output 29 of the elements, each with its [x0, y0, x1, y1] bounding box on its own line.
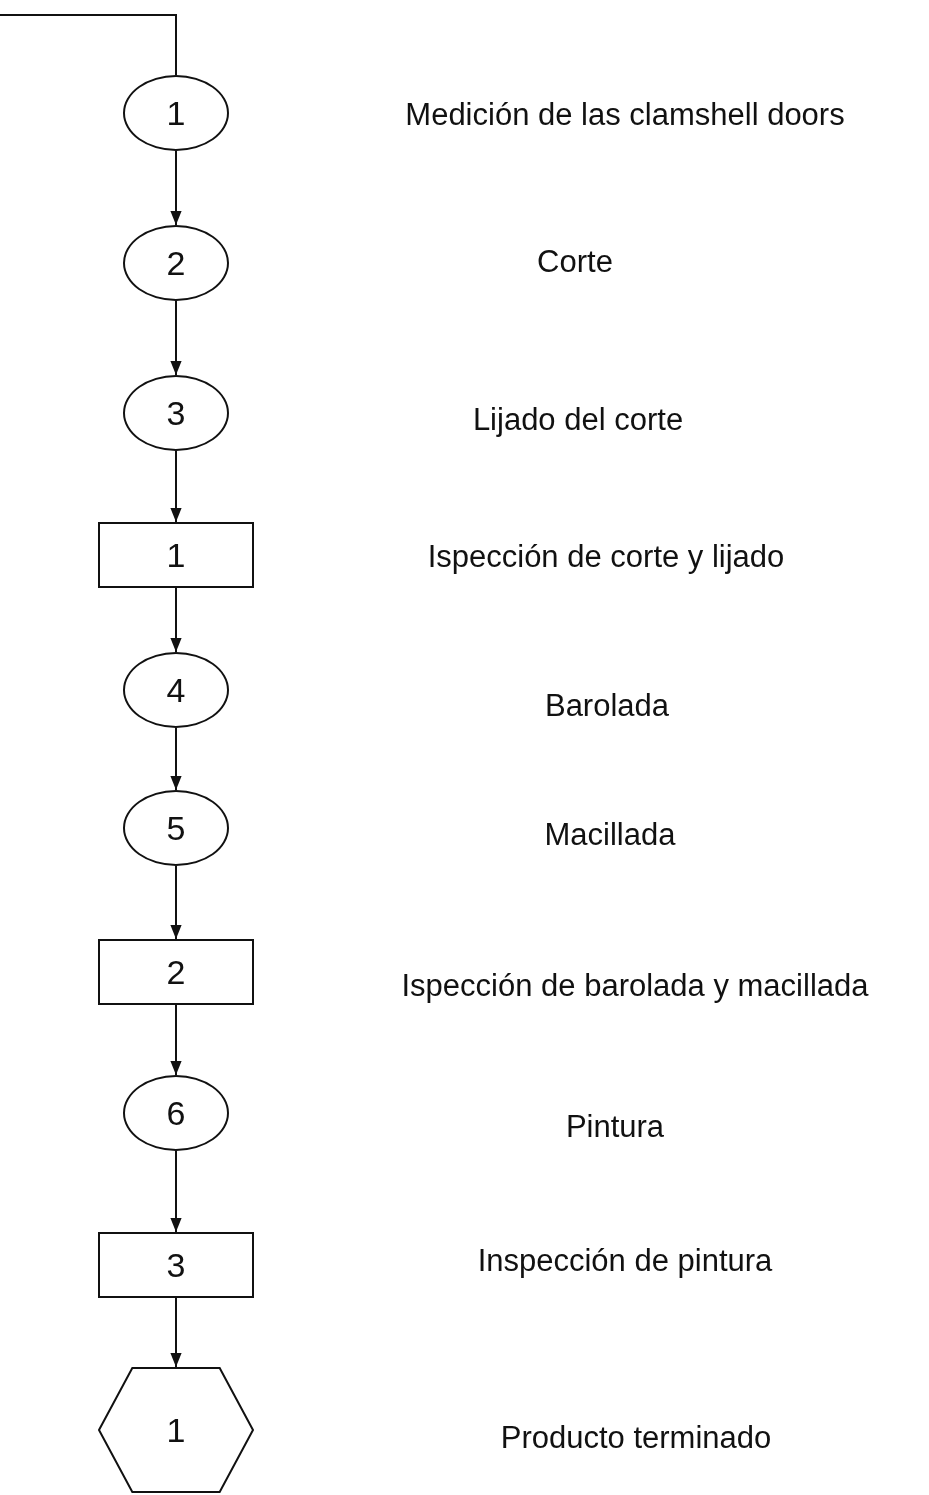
step-label: Corte [537, 244, 613, 280]
arrow [170, 1297, 182, 1368]
inspection-box: 3 [98, 1232, 254, 1298]
operation-circle: 4 [123, 652, 229, 728]
arrow [170, 587, 182, 653]
step-label: Producto terminado [500, 1420, 772, 1456]
operation-circle: 6 [123, 1075, 229, 1151]
operation-circle: 2 [123, 225, 229, 301]
step-label: Ispección de corte y lijado [427, 539, 785, 575]
arrow [170, 1004, 182, 1076]
operation-circle: 5 [123, 790, 229, 866]
arrow [170, 1150, 182, 1233]
arrow [170, 150, 182, 226]
step-label: Pintura [565, 1109, 665, 1145]
operation-circle: 3 [123, 375, 229, 451]
arrow [170, 727, 182, 791]
step-label: Medición de las clamshell doors [405, 97, 845, 133]
arrow [170, 865, 182, 940]
storage-hexagon: 1 [98, 1367, 254, 1493]
step-label: Inspección de pintura [477, 1243, 773, 1279]
operation-circle: 1 [123, 75, 229, 151]
step-label: Ispección de barolada y macillada [401, 968, 869, 1004]
inspection-box: 1 [98, 522, 254, 588]
inspection-box: 2 [98, 939, 254, 1005]
arrow [170, 450, 182, 523]
step-label: Barolada [544, 688, 670, 724]
step-label: Macillada [544, 817, 676, 853]
arrow [170, 300, 182, 376]
step-label: Lijado del corte [472, 402, 684, 438]
